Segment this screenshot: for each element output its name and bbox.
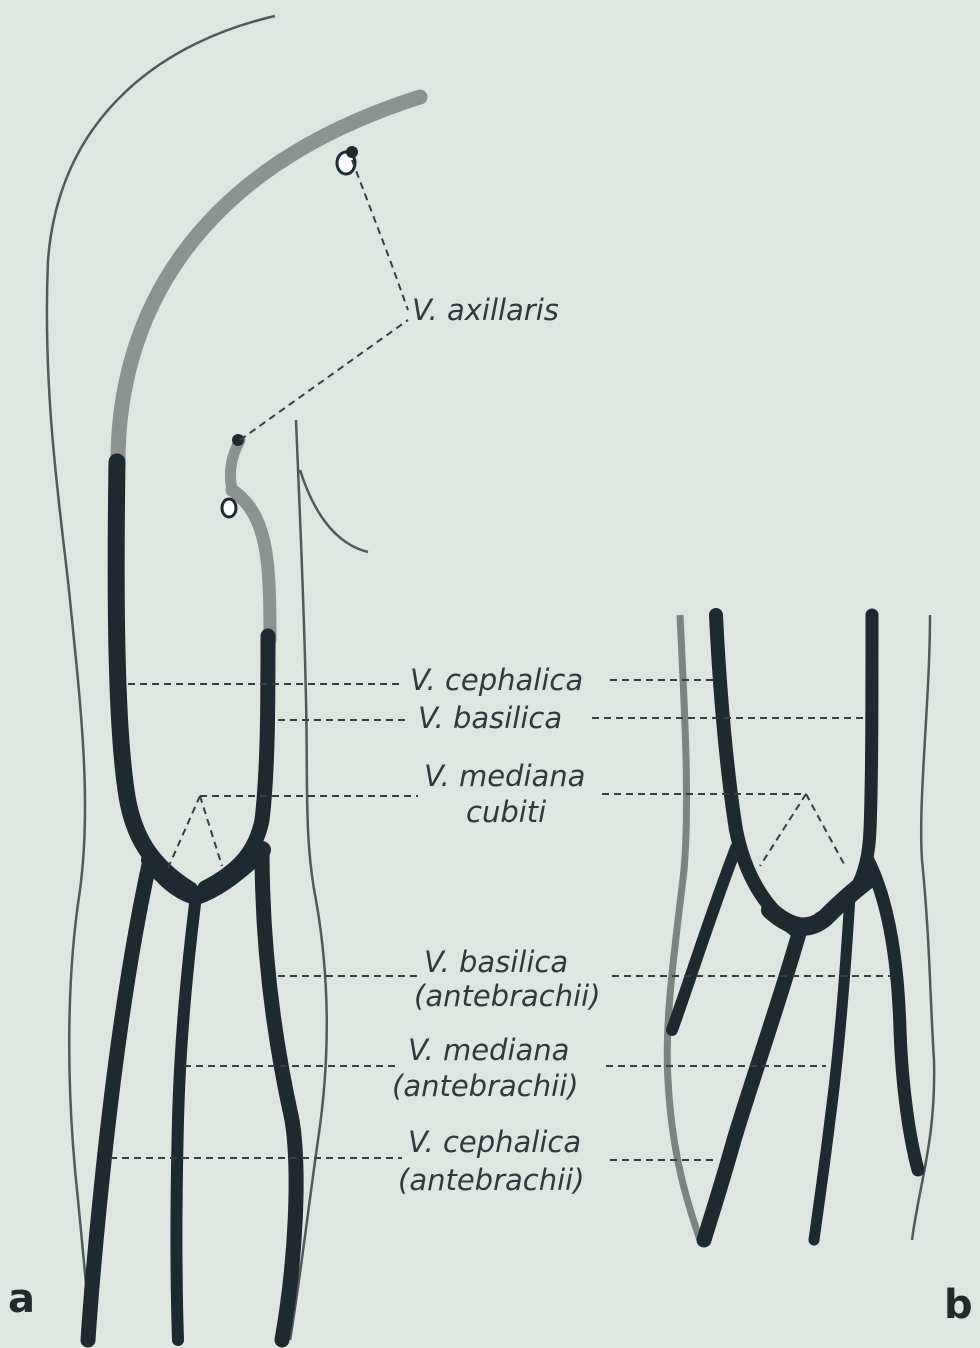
panel-letter-a: a [8, 1276, 35, 1322]
veins-a [88, 97, 420, 1340]
label-mediana-cubiti-1: V. mediana [424, 759, 585, 793]
basilica-upper-grey [232, 490, 270, 640]
label-mediana-cubiti-2: cubiti [466, 795, 546, 829]
mediana-antebrachii-a [177, 896, 197, 1340]
cephalica-arm-a [116, 462, 190, 890]
label-mediana-antebrachii-1: V. mediana [408, 1033, 569, 1067]
cephalica-upper-grey [118, 97, 420, 462]
label-mediana-antebrachii-2: (antebrachii) [392, 1069, 579, 1103]
cephalica-antebrachii-a [88, 860, 150, 1340]
basilica-antebrachii-a [262, 850, 296, 1340]
label-axillaris: V. axillaris [412, 293, 559, 327]
vessel-dot [232, 434, 244, 446]
label-cephalica: V. cephalica [410, 663, 583, 697]
labels: V. axillaris V. cephalica V. basilica V.… [392, 293, 601, 1197]
label-cephalica-antebrachii-2: (antebrachii) [398, 1163, 585, 1197]
vessel-dot [346, 146, 358, 158]
panel-letter-b: b [944, 1282, 973, 1328]
label-basilica-antebrachii-2: (antebrachii) [414, 979, 601, 1013]
cut-vessel-end [222, 499, 236, 517]
label-basilica-antebrachii-1: V. basilica [424, 945, 568, 979]
mediana-antebrachii-b [814, 895, 850, 1240]
label-cephalica-antebrachii-1: V. cephalica [408, 1125, 581, 1159]
basilica-tip-grey [230, 440, 240, 490]
label-basilica: V. basilica [418, 701, 562, 735]
basilica-antebrachii-b [868, 860, 918, 1170]
mediana-cubiti-a [150, 850, 262, 896]
veins-b [672, 615, 918, 1240]
